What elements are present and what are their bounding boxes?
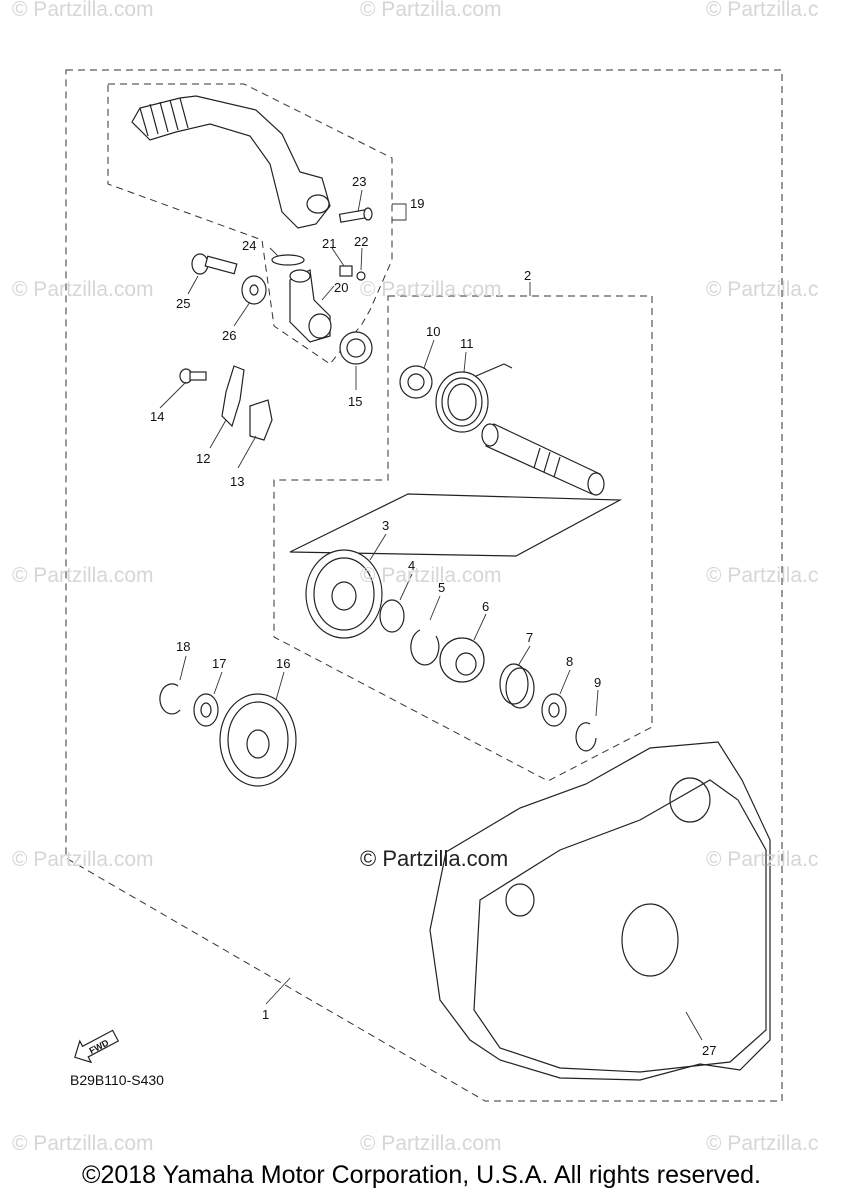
watermark: © Partzilla.c bbox=[706, 278, 819, 301]
seal-part-15 bbox=[339, 331, 373, 365]
watermark: © Partzilla.com bbox=[12, 1132, 154, 1155]
spring-part-7 bbox=[499, 663, 535, 709]
callout-22: 22 bbox=[354, 234, 368, 249]
watermark: © Partzilla.com bbox=[360, 278, 502, 301]
callout-25: 25 bbox=[176, 296, 190, 311]
plate-part-13 bbox=[249, 399, 273, 441]
callout-8: 8 bbox=[566, 654, 573, 669]
fwd-arrow-icon: FWD bbox=[74, 1029, 120, 1064]
torsion-spring-part-11 bbox=[435, 363, 513, 433]
crankcase-part bbox=[429, 741, 771, 1081]
callout-labels: 1 2 3 4 5 6 7 8 9 10 11 12 13 14 15 16 1… bbox=[150, 174, 716, 1058]
kick-shaft-part bbox=[481, 423, 605, 496]
washer-part-8 bbox=[541, 693, 567, 727]
kick-gear-part-3 bbox=[305, 549, 383, 639]
reference-code: B29B110-S430 bbox=[70, 1072, 164, 1088]
callout-10: 10 bbox=[426, 324, 440, 339]
watermark: © Partzilla.c bbox=[706, 1132, 819, 1155]
circlip-part-9 bbox=[575, 722, 597, 752]
bolt-part-14 bbox=[179, 368, 207, 384]
shaft-boundary bbox=[289, 493, 623, 557]
bolt-part-25 bbox=[191, 253, 238, 275]
bolt-part-23 bbox=[338, 207, 373, 223]
assembly-boundary-2 bbox=[273, 295, 653, 782]
callout-5: 5 bbox=[438, 580, 445, 595]
ball-part-22 bbox=[356, 271, 366, 281]
callout-13: 13 bbox=[230, 474, 244, 489]
idle-gear-part-16 bbox=[219, 693, 297, 787]
o-ring-part-24 bbox=[271, 254, 305, 266]
watermark: © Partzilla.com bbox=[360, 1132, 502, 1155]
callout-4: 4 bbox=[408, 558, 415, 573]
collar-part-10 bbox=[399, 365, 433, 399]
callout-21: 21 bbox=[322, 236, 336, 251]
callout-16: 16 bbox=[276, 656, 290, 671]
callout-11: 11 bbox=[460, 336, 474, 351]
callout-26: 26 bbox=[222, 328, 236, 343]
callout-17: 17 bbox=[212, 656, 226, 671]
circlip-part-5 bbox=[410, 629, 440, 666]
callout-1: 1 bbox=[262, 1007, 269, 1022]
watermark: © Partzilla.com bbox=[12, 0, 154, 21]
watermark: © Partzilla.com bbox=[360, 0, 502, 21]
callout-27: 27 bbox=[702, 1043, 716, 1058]
callout-18: 18 bbox=[176, 639, 190, 654]
watermark: © Partzilla.com bbox=[12, 278, 154, 301]
callout-3: 3 bbox=[382, 518, 389, 533]
watermark: © Partzilla.c bbox=[706, 848, 819, 871]
callout-6: 6 bbox=[482, 599, 489, 614]
watermark: © Partzilla.com bbox=[12, 848, 154, 871]
callout-15: 15 bbox=[348, 394, 362, 409]
callout-24: 24 bbox=[242, 238, 256, 253]
copyright-notice: ©2018 Yamaha Motor Corporation, U.S.A. A… bbox=[82, 1161, 761, 1189]
callout-9: 9 bbox=[594, 675, 601, 690]
guide-part-12 bbox=[221, 365, 245, 428]
callout-14: 14 bbox=[150, 409, 164, 424]
washer-part-26 bbox=[241, 275, 267, 305]
callout-20: 20 bbox=[334, 280, 348, 295]
boss-part-20 bbox=[289, 269, 332, 343]
ratchet-part-6 bbox=[439, 637, 485, 683]
leader-lines bbox=[159, 189, 703, 1041]
watermark: © Partzilla.c bbox=[706, 0, 819, 21]
callout-23: 23 bbox=[352, 174, 366, 189]
washer-part-17 bbox=[193, 693, 219, 727]
watermark: © Partzilla.com bbox=[12, 564, 154, 587]
callout-12: 12 bbox=[196, 451, 210, 466]
assembly-boundary-19 bbox=[107, 83, 393, 365]
callout-7: 7 bbox=[526, 630, 533, 645]
circlip-part-18 bbox=[159, 683, 181, 715]
callout-2: 2 bbox=[524, 268, 531, 283]
kick-crank-part bbox=[131, 95, 331, 229]
watermark: © Partzilla.c bbox=[706, 564, 819, 587]
watermark: © Partzilla.com bbox=[360, 564, 502, 587]
gasket-part-27 bbox=[473, 779, 767, 1073]
spring-part-21 bbox=[339, 265, 353, 277]
washer-part-4 bbox=[379, 599, 405, 633]
callout-19: 19 bbox=[410, 196, 424, 211]
center-watermark: © Partzilla.com bbox=[360, 846, 509, 871]
